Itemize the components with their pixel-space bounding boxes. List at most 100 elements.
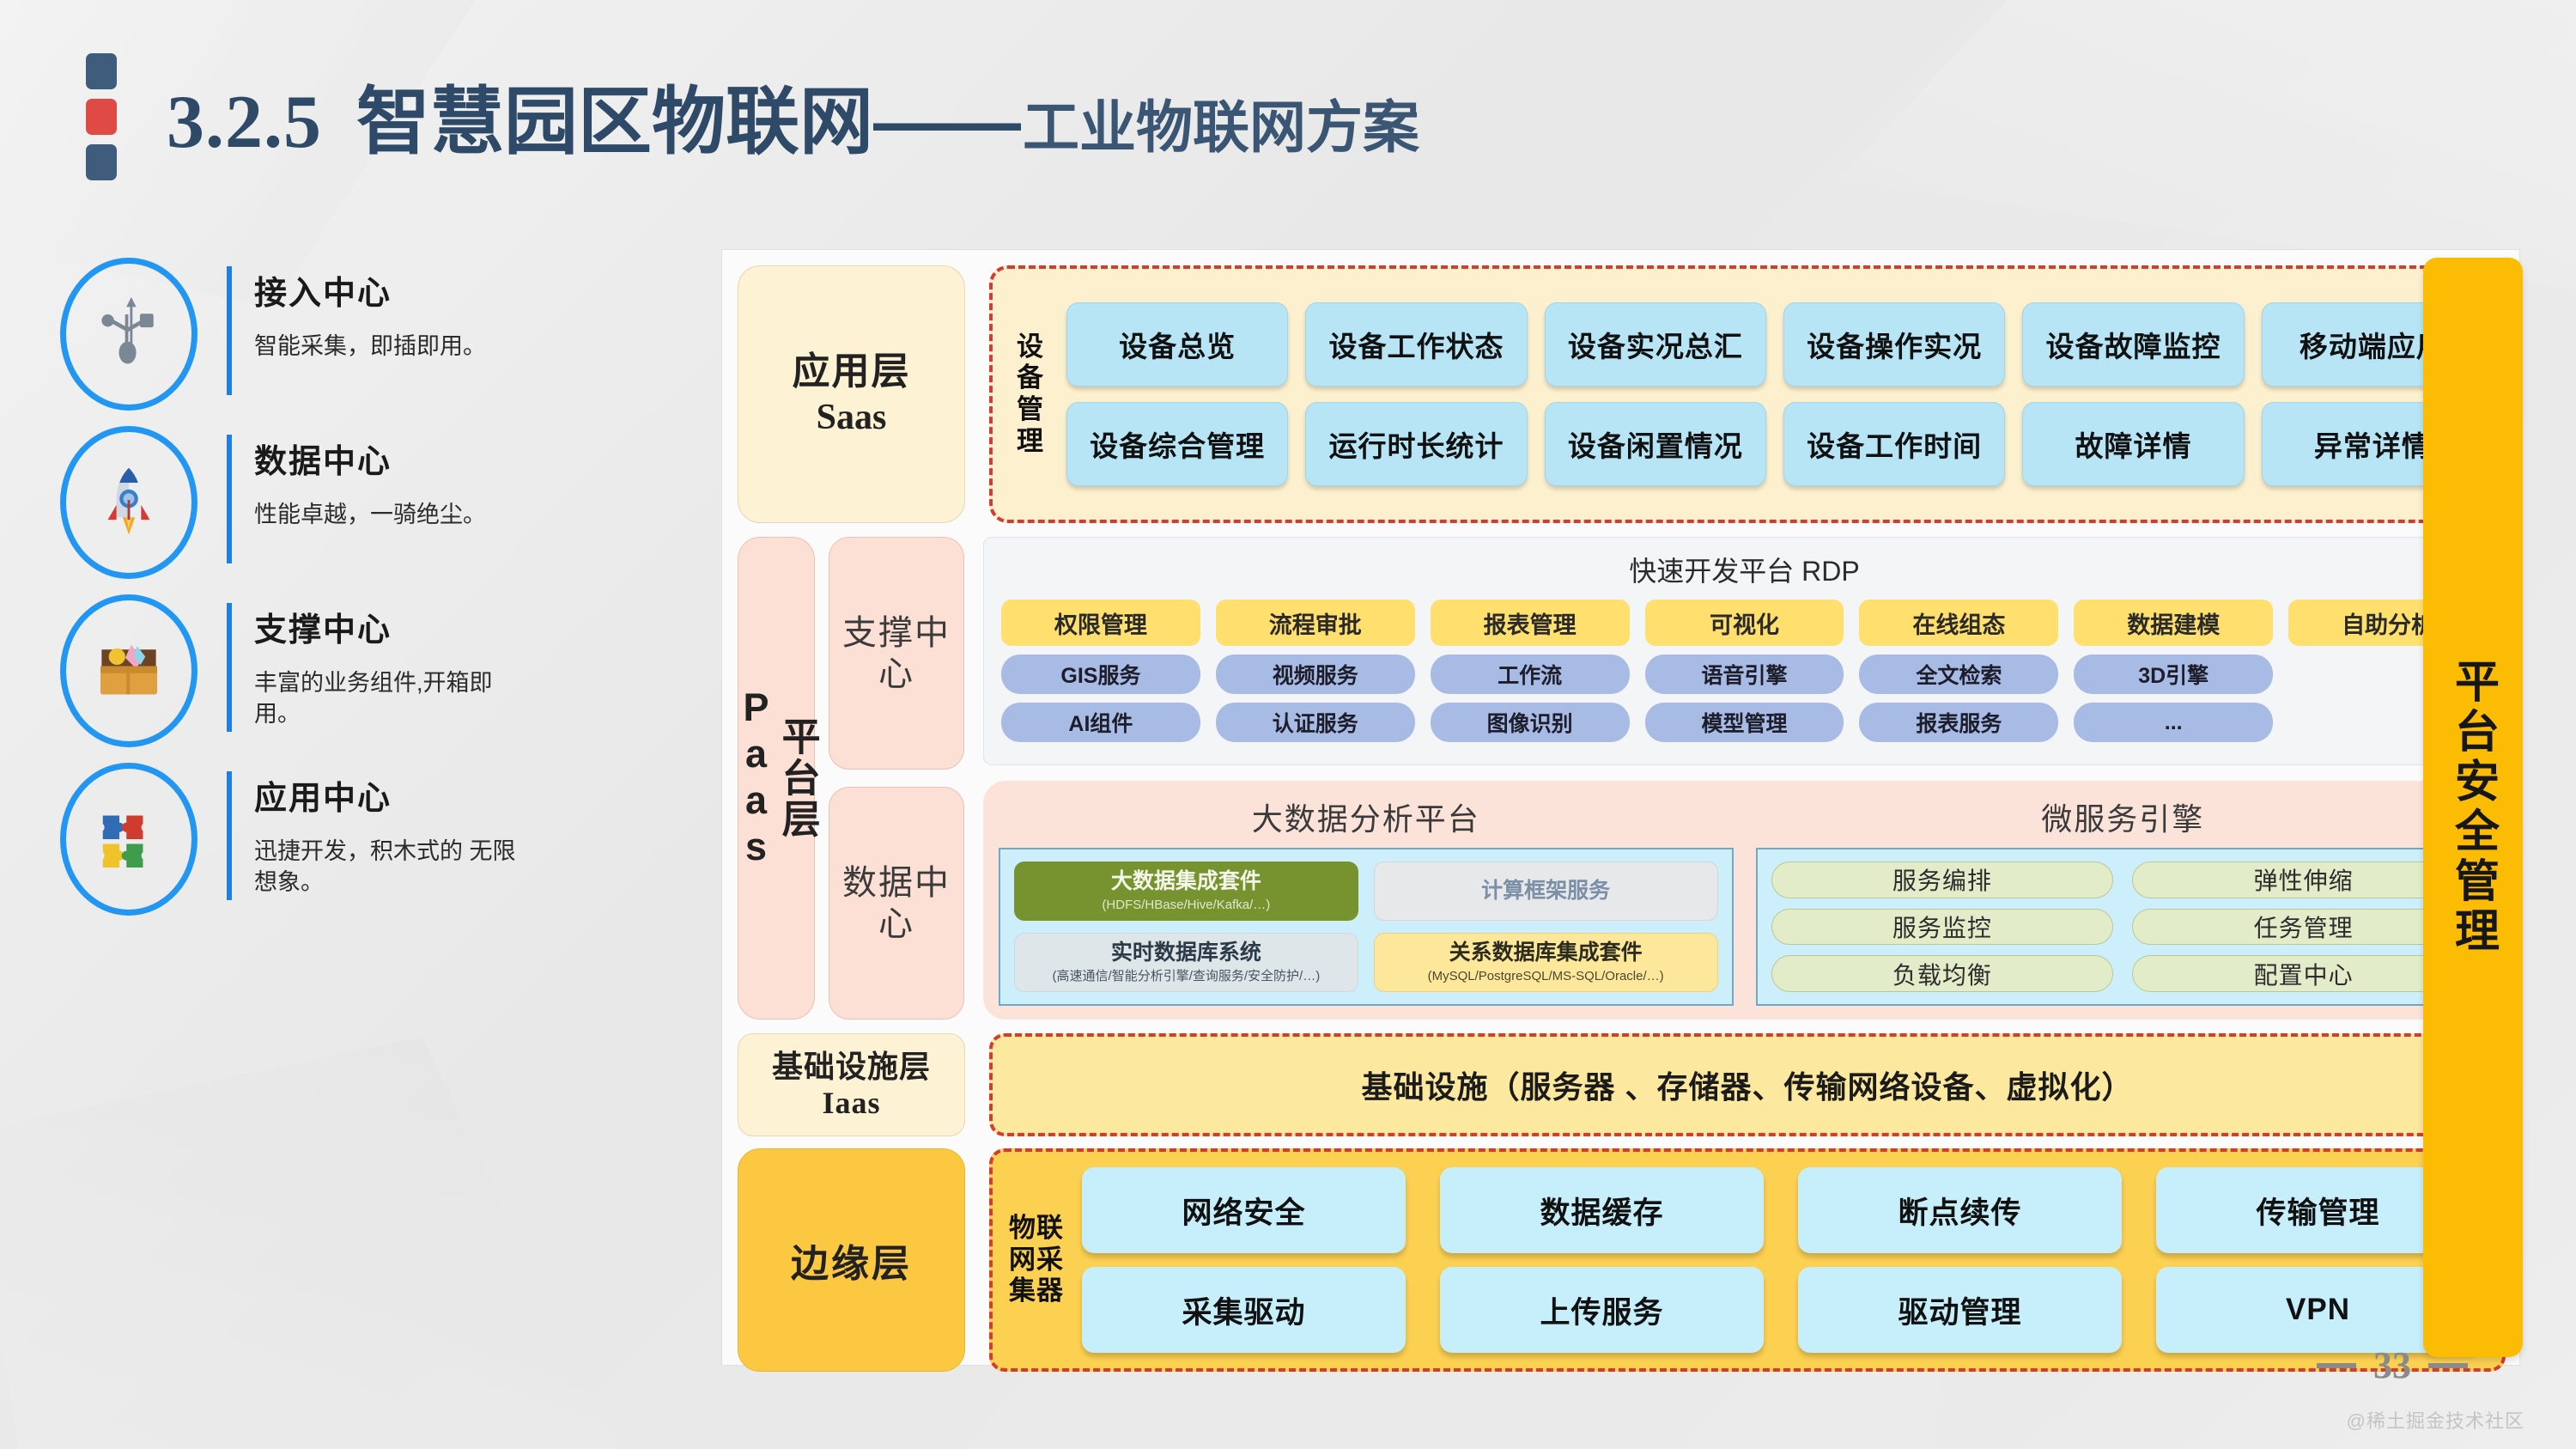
rdp-item[interactable]: 报表管理	[1430, 600, 1630, 646]
app-item[interactable]: 设备总览	[1066, 302, 1289, 387]
edge-item[interactable]: 数据缓存	[1440, 1167, 1764, 1253]
feature-desc: 性能卓越，一骑绝尘。	[254, 502, 486, 527]
page-title: 3.2.5 智慧园区物联网—— 工业物联网方案	[167, 61, 1419, 168]
app-item[interactable]: 设备操作实况	[1783, 302, 2006, 387]
infrastructure-content: 基础设施（服务器 、存储器、传输网络设备、虚拟化）	[989, 1033, 2506, 1136]
infrastructure-layer-tag: 基础设施层 Iaas	[738, 1033, 965, 1136]
edge-layer-row: 边缘层 物联网采集器 网络安全 数据缓存 断点续传 传输管理 采集驱动 上传服务…	[738, 1148, 2506, 1372]
edge-item[interactable]: 驱动管理	[1798, 1267, 2122, 1353]
rdp-blue-row-1: GIS服务 视频服务 工作流 语音引擎 全文检索 3D引擎	[1001, 654, 2488, 694]
rdp-blue-row-2: AI组件 认证服务 图像识别 模型管理 报表服务 ...	[1001, 703, 2488, 742]
rdp-item[interactable]: 数据建模	[2074, 600, 2274, 646]
feature-list: 接入中心 智能采集，即插即用。	[60, 258, 661, 931]
platform-layer-row: 平台层 Paas 支撑中心 数据中心 快速开发平台 RDP 权限管理 流程审批 …	[734, 537, 2506, 1020]
rdp-item[interactable]: 权限管理	[1001, 600, 1200, 646]
feature-item-support: 支撑中心 丰富的业务组件,开箱即用。	[60, 594, 661, 747]
rdp-panel: 快速开发平台 RDP 权限管理 流程审批 报表管理 可视化 在线组态 数据建模 …	[983, 537, 2506, 765]
app-item[interactable]: 设备工作时间	[1783, 402, 2006, 486]
application-layer-tag: 应用层 Saas	[738, 265, 965, 523]
app-item[interactable]: 运行时长统计	[1305, 402, 1528, 486]
bigdata-cell[interactable]: 大数据集成套件 (HDFS/HBase/Hive/Kafka/…)	[1014, 861, 1358, 921]
rdp-item[interactable]: ...	[2074, 703, 2274, 742]
microservice-item[interactable]: 负载均衡	[1771, 955, 2114, 992]
microservice-item[interactable]: 任务管理	[2132, 908, 2475, 946]
rdp-item[interactable]: 语音引擎	[1644, 654, 1844, 694]
bigdata-title: 大数据分析平台	[1251, 801, 1480, 837]
app-item[interactable]: 设备综合管理	[1066, 402, 1289, 486]
rdp-item[interactable]: 报表服务	[1859, 703, 2059, 742]
page-dash-left	[2317, 1362, 2356, 1368]
bigdata-cell[interactable]: 计算框架服务	[1373, 861, 1718, 921]
application-layer-row: 应用层 Saas 设备管理 设备总览 设备工作状态 设备实况总汇 设备操作实况 …	[738, 265, 2506, 523]
feature-item-access: 接入中心 智能采集，即插即用。	[60, 258, 661, 411]
microservice-inner: 服务编排 弹性伸缩 服务监控 任务管理 负载均衡 配置中心	[1755, 848, 2490, 1006]
rdp-item[interactable]: 图像识别	[1430, 703, 1630, 742]
title-subtitle: 工业物联网方案	[1023, 94, 1419, 159]
microservice-item[interactable]: 配置中心	[2132, 955, 2475, 992]
feature-desc: 迅捷开发，积木式的 无限想象。	[254, 838, 516, 896]
microservice-item[interactable]: 服务监控	[1771, 908, 2114, 946]
rocket-icon	[107, 467, 150, 535]
feature-icon-ring	[60, 594, 197, 747]
edge-layer-box: 物联网采集器 网络安全 数据缓存 断点续传 传输管理 采集驱动 上传服务 驱动管…	[989, 1148, 2506, 1372]
bigdata-cell-name: 实时数据库系统	[1110, 940, 1261, 965]
rdp-item[interactable]: 模型管理	[1644, 703, 1844, 742]
rdp-item[interactable]: GIS服务	[1001, 654, 1200, 694]
platform-content: 快速开发平台 RDP 权限管理 流程审批 报表管理 可视化 在线组态 数据建模 …	[983, 537, 2506, 1020]
logo-mark	[86, 53, 117, 180]
puzzle-icon	[102, 815, 143, 868]
app-item[interactable]: 设备工作状态	[1305, 302, 1528, 387]
rdp-item[interactable]: 视频服务	[1215, 654, 1415, 694]
feature-text-block: 数据中心 性能卓越，一骑绝尘。	[227, 426, 486, 563]
microservice-item[interactable]: 弹性伸缩	[2132, 861, 2475, 898]
edge-item[interactable]: 断点续传	[1798, 1167, 2122, 1253]
microservice-item[interactable]: 服务编排	[1771, 861, 2114, 898]
rdp-item[interactable]: 认证服务	[1215, 703, 1415, 742]
rdp-item[interactable]: 全文检索	[1859, 654, 2059, 694]
rdp-item[interactable]: AI组件	[1001, 703, 1200, 742]
feature-text-block: 接入中心 智能采集，即插即用。	[227, 258, 486, 395]
logo-square-middle	[86, 99, 117, 135]
application-layer-tag-cn: 应用层	[792, 350, 911, 393]
platform-layer-tag-en: Paas	[734, 685, 778, 871]
rdp-item[interactable]: 3D引擎	[2074, 654, 2274, 694]
feature-title: 支撑中心	[254, 612, 392, 648]
bigdata-cell[interactable]: 实时数据库系统 (高速通信/智能分析引擎/查询服务/安全防护/…)	[1014, 933, 1358, 992]
infrastructure-layer-row: 基础设施层 Iaas 基础设施（服务器 、存储器、传输网络设备、虚拟化）	[738, 1033, 2506, 1136]
feature-icon-ring	[60, 763, 197, 916]
slide-header: 3.2.5 智慧园区物联网—— 工业物联网方案	[86, 48, 1419, 180]
usb-icon	[101, 296, 154, 364]
device-management-label: 设备管理	[1017, 331, 1044, 456]
bigdata-cell-sub: (HDFS/HBase/Hive/Kafka/…)	[1102, 898, 1271, 912]
feature-item-data: 数据中心 性能卓越，一骑绝尘。	[60, 426, 661, 579]
rdp-item[interactable]: 流程审批	[1215, 600, 1415, 646]
feature-icon-ring	[60, 426, 197, 579]
data-center-tag[interactable]: 数据中心	[829, 787, 964, 1020]
application-layer-tag-en: Saas	[816, 398, 887, 438]
rdp-item[interactable]: 可视化	[1644, 600, 1844, 646]
application-item-grid: 设备总览 设备工作状态 设备实况总汇 设备操作实况 设备故障监控 移动端应用 设…	[1066, 302, 2483, 486]
feature-text-block: 支撑中心 丰富的业务组件,开箱即用。	[227, 594, 538, 732]
feature-desc: 丰富的业务组件,开箱即用。	[254, 670, 493, 728]
page-number-value: 33	[2373, 1344, 2411, 1386]
feature-title: 接入中心	[254, 276, 392, 312]
background-facet	[0, 1037, 618, 1449]
rdp-item[interactable]: 在线组态	[1859, 600, 2059, 646]
edge-item[interactable]: 网络安全	[1082, 1167, 1406, 1253]
iot-collector-label: 物联网采集器	[1009, 1213, 1064, 1306]
platform-security-bar: 平台安全管理	[2423, 258, 2523, 1357]
microservice-title: 微服务引擎	[2041, 801, 2205, 837]
feature-text-block: 应用中心 迅捷开发，积木式的 无限想象。	[227, 763, 538, 900]
support-center-tag[interactable]: 支撑中心	[829, 537, 964, 770]
bigdata-cell[interactable]: 关系数据库集成套件 (MySQL/PostgreSQL/MS-SQL/Oracl…	[1373, 933, 1718, 992]
app-item[interactable]: 设备实况总汇	[1544, 302, 1766, 387]
app-item[interactable]: 故障详情	[2022, 402, 2245, 486]
app-item[interactable]: 设备闲置情况	[1544, 402, 1766, 486]
edge-item[interactable]: 采集驱动	[1082, 1267, 1406, 1353]
app-item[interactable]: 设备故障监控	[2022, 302, 2245, 387]
rdp-item[interactable]: 工作流	[1430, 654, 1630, 694]
edge-item[interactable]: 上传服务	[1440, 1267, 1764, 1353]
toolbox-icon	[100, 644, 157, 695]
feature-desc: 智能采集，即插即用。	[254, 333, 486, 359]
architecture-diagram: 应用层 Saas 设备管理 设备总览 设备工作状态 设备实况总汇 设备操作实况 …	[721, 249, 2520, 1372]
